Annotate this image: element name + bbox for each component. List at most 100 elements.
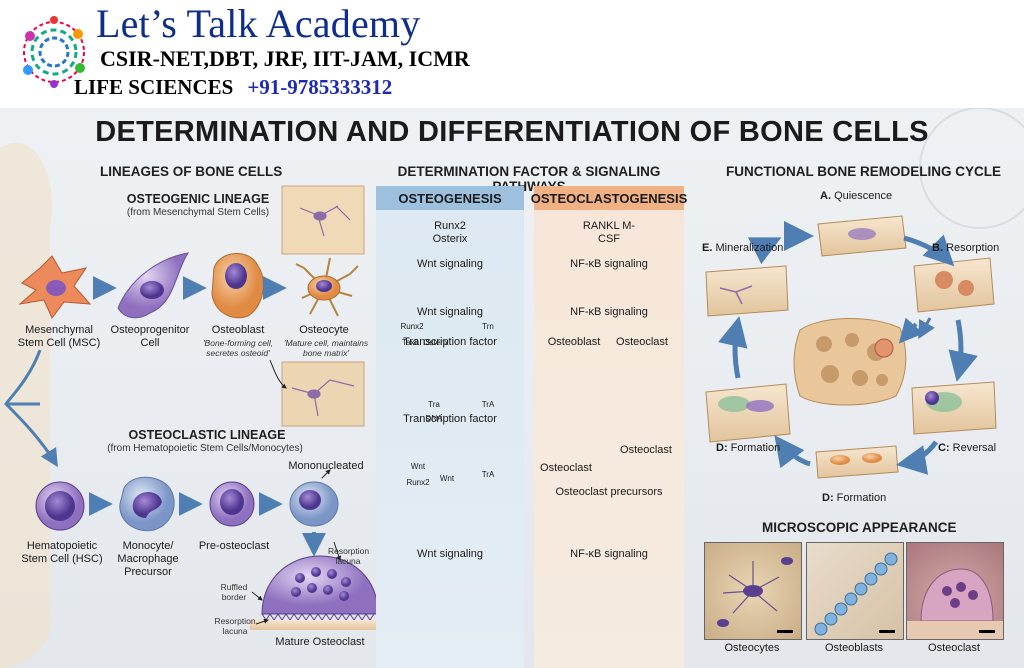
micro-osteoclast-panel	[906, 542, 1004, 640]
step-d-bottom-text: Formation	[836, 492, 887, 504]
scale-bar-1	[777, 630, 793, 633]
exam-list: CSIR-NET,DBT, JRF, IIT-JAM, ICMR	[100, 46, 470, 71]
osteocyte-label: Osteocyte	[299, 324, 349, 336]
msc-label: Mesenchymal Stem Cell (MSC)	[17, 324, 101, 349]
clast-osteoclast-right-label: Osteoclast	[620, 444, 672, 456]
tra-2-label: TrA	[481, 400, 495, 409]
resorption-lacuna-bottom-label: Resorption lacuna	[214, 616, 256, 636]
step-c-text: Reversal	[952, 442, 997, 454]
step-b-text: Resorption	[946, 242, 1000, 254]
clast-osteoclast-label: Osteoclast	[616, 336, 668, 348]
micro-osteoblasts-panel	[806, 542, 904, 640]
subject-line: LIFE SCIENCES +91-9785333312	[74, 75, 392, 100]
osteogenesis-head: OSTEOGENESIS	[376, 186, 524, 210]
osteoprogenitor-cell	[117, 252, 190, 319]
osteo-wnt-2: Wnt signaling	[416, 306, 484, 318]
dna-label: DNA	[425, 414, 443, 423]
step-a-letter: A.	[820, 190, 831, 202]
academy-logo-icon	[23, 16, 85, 88]
osteogenic-lineage-note: (from Mesenchymal Stem Cells)	[126, 207, 270, 218]
tra-label: Tra	[428, 400, 440, 409]
step-b-letter: B.	[932, 242, 943, 254]
mononucleated-label: Mononucleated	[288, 460, 364, 472]
phone-number: +91-9785333312	[247, 75, 393, 99]
step-d-left-letter: D:	[716, 442, 728, 454]
clast-factors: RANKL M-CSF	[582, 220, 636, 245]
poster-title: DETERMINATION AND DIFFERENTIATION OF BON…	[95, 116, 929, 148]
ruffled-border-label: Ruffled border	[220, 582, 248, 602]
osteo-wnt-1: Wnt signaling	[416, 258, 484, 270]
osteoprogenitor-label: Osteoprogenitor Cell	[110, 324, 190, 349]
runx2-label: Runx2	[400, 322, 424, 331]
hsc-cell	[35, 481, 85, 531]
remodeling-heading: FUNCTIONAL BONE REMODELING CYCLE	[726, 164, 1002, 179]
step-d-left-text: Formation	[730, 442, 781, 454]
clast-nfkb-3: NF-κB signaling	[570, 548, 648, 560]
osteocyte-cell	[295, 257, 359, 317]
micro-osteoblasts-label: Osteoblasts	[824, 642, 884, 654]
osteoclastogenesis-column: OSTEOCLASTOGENESIS RANKL M-CSF NF-κB sig…	[531, 186, 687, 668]
step-a-text: Quiescence	[834, 190, 893, 202]
micro-osteocytes-image	[717, 557, 793, 627]
academy-header: Let’s Talk Academy CSIR-NET,DBT, JRF, II…	[0, 0, 1024, 108]
osteoblast-cell	[211, 253, 264, 319]
lineages-heading: LINEAGES OF BONE CELLS	[100, 164, 283, 179]
preosteoclast-cell	[209, 481, 255, 527]
runx2-b-label: Runx2	[406, 478, 430, 487]
osteoclastogenesis-head: OSTEOCLASTOGENESIS	[531, 186, 687, 210]
bone-cells-poster: DETERMINATION AND DIFFERENTIATION OF BON…	[0, 108, 1024, 668]
trn-label: Trn	[482, 322, 494, 331]
osteo-wnt-3: Wnt signaling	[416, 548, 484, 560]
scale-bar-2	[879, 630, 895, 633]
osterix-label: Osterix	[423, 338, 449, 347]
mononucleated-cell	[289, 481, 339, 527]
clast-precursors-label: Osteoclast precursors	[555, 486, 663, 498]
clast-nfkb-1: NF-κB signaling	[570, 258, 648, 270]
osteo-tf-2: Transcription factor	[403, 413, 497, 425]
step-b: B. Resorption	[932, 242, 999, 254]
step-d-bottom: D: Formation	[822, 492, 886, 504]
monocyte-cell	[119, 476, 175, 532]
step-d-left: D: Formation	[716, 442, 780, 454]
step-e-text: Mineralization	[715, 242, 784, 254]
osteogenesis-column: OSTEOGENESIS Runx2 Osterix Wnt signaling…	[376, 186, 524, 668]
remodeling-cycle	[705, 215, 997, 479]
osteoclastic-lineage-title: OSTEOCLASTIC LINEAGE	[128, 428, 286, 442]
subject-text: LIFE SCIENCES	[74, 75, 234, 99]
clast-osteoclast-left-label: Osteoclast	[540, 462, 592, 474]
mature-osteoclast-cell	[250, 555, 390, 630]
scale-bar-3	[979, 630, 995, 633]
step-c: C: Reversal	[938, 442, 996, 454]
osteoblast-label: Osteoblast	[211, 324, 265, 336]
osteoblast-desc: 'Bone-forming cell, secretes osteoid'	[202, 338, 274, 358]
clast-nfkb-2: NF-κB signaling	[570, 306, 648, 318]
osteoclastic-lineage-note: (from Hematopoietic Stem Cells/Monocytes…	[107, 443, 303, 454]
academy-name: Let’s Talk Academy	[96, 1, 421, 46]
wnt-b-label: Wnt	[439, 474, 455, 483]
preosteoclast-label: Pre-osteoclast	[198, 540, 270, 552]
micro-osteocytes-label: Osteocytes	[724, 642, 780, 654]
osteogenic-lineage-title: OSTEOGENIC LINEAGE	[126, 192, 270, 206]
micro-osteoblasts-image	[814, 552, 898, 636]
osteo-factors: Runx2 Osterix	[432, 220, 468, 245]
hsc-label: Hematopoietic Stem Cell (HSC)	[21, 540, 103, 565]
wnt-label: Wnt	[410, 462, 426, 471]
step-d-bottom-letter: D:	[822, 492, 834, 504]
resorption-lacuna-top-label: Resorption lacuna	[328, 546, 370, 566]
micro-osteoclast-label: Osteoclast	[928, 642, 980, 654]
micro-osteocytes-panel	[704, 542, 802, 640]
step-a: A. Quiescence	[820, 190, 892, 202]
micro-osteoclast-image	[907, 568, 1003, 639]
mature-osteoclast-label: Mature Osteoclast	[275, 636, 365, 648]
clast-osteoblast-label: Osteoblast	[547, 336, 601, 348]
osteo-tf-1: Transcription factor	[403, 336, 497, 348]
microscopic-heading: MICROSCOPIC APPEARANCE	[762, 520, 957, 535]
step-e: E. Mineralization	[702, 242, 783, 254]
osteocyte-desc: 'Mature cell, maintains bone matrix'	[283, 338, 369, 358]
step-e-letter: E.	[702, 242, 713, 254]
monocyte-label: Monocyte/ Macrophage Precursor	[117, 540, 179, 578]
msc-cell	[18, 255, 92, 319]
taxil-label: Taxil	[401, 338, 418, 347]
tra-3-label: TrA	[481, 470, 495, 479]
step-c-letter: C:	[938, 442, 950, 454]
